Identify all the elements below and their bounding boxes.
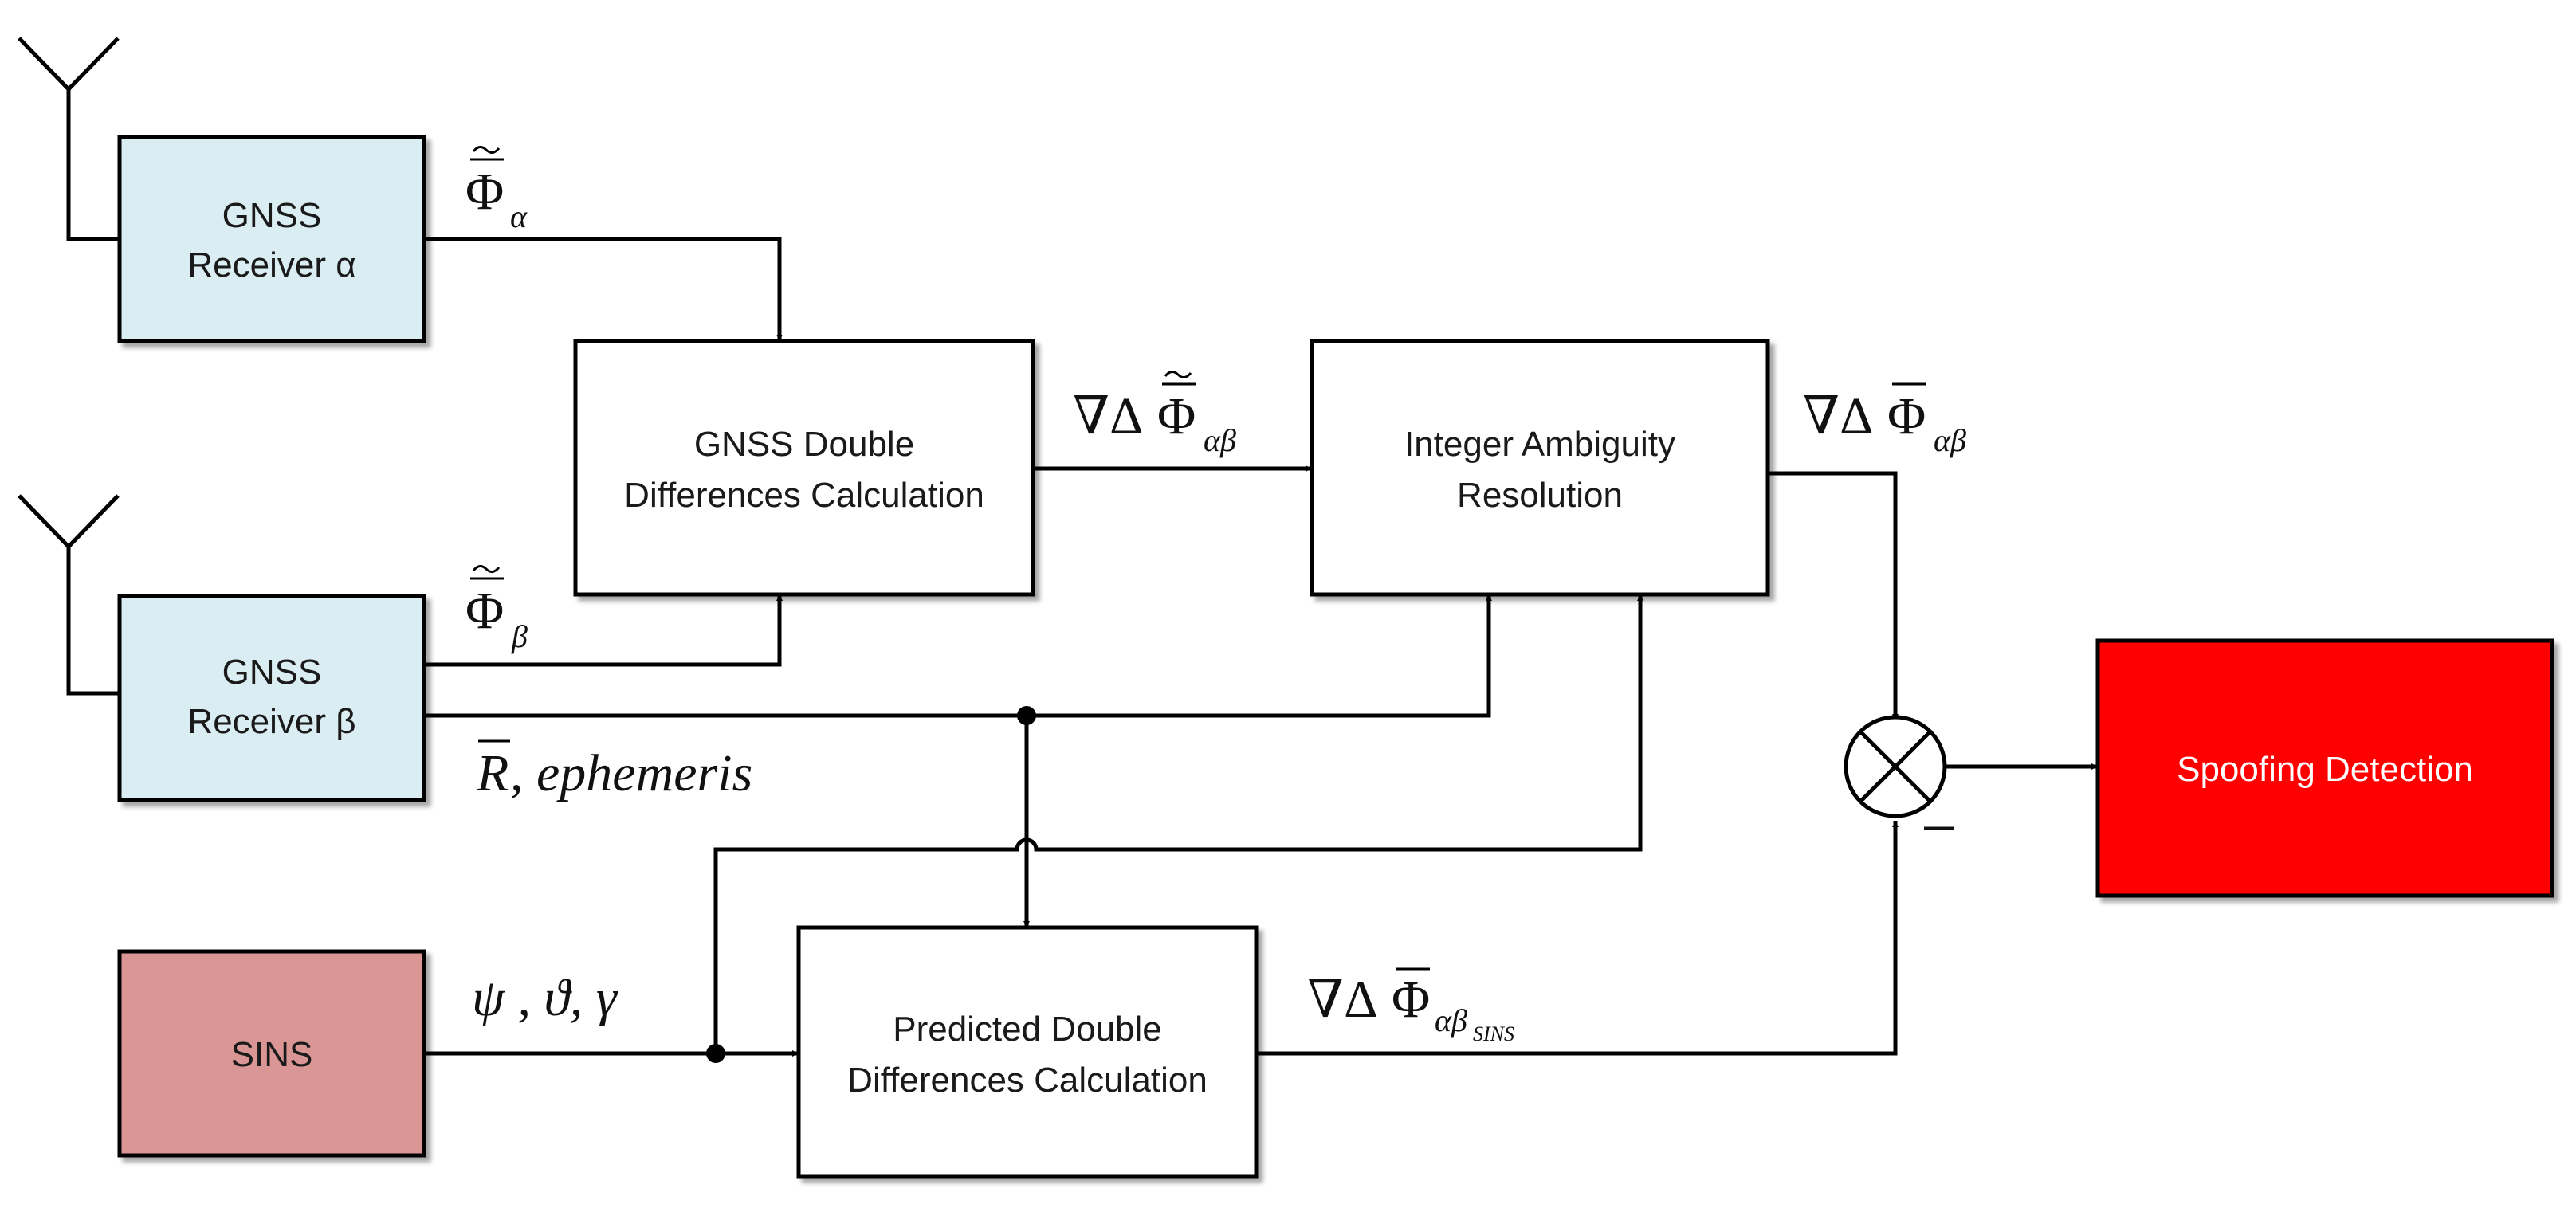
wire-beta-to-gnss-dd: [424, 594, 783, 667]
receiver-alpha-box: [117, 135, 426, 343]
gnss-dd-line1: GNSS Double: [694, 425, 914, 464]
antenna-beta-icon: [18, 494, 120, 696]
wire-ephemeris-to-iar: [424, 594, 1492, 718]
label-dd-sins: ∇Δ Φ αβ SINS: [1307, 967, 1514, 1045]
predicted-dd-line2: Differences Calculation: [847, 1061, 1208, 1100]
phi-alpha-symbol: Φ: [465, 163, 504, 221]
phi-alpha-tilde: [472, 146, 501, 154]
receiver-beta-line2: Receiver β: [187, 702, 355, 741]
phi-beta-tilde: [472, 565, 501, 573]
label-dd-float: ∇Δ Φ αβ: [1073, 371, 1236, 458]
dd-sins-prefix: ∇Δ: [1307, 971, 1378, 1029]
sins-label: SINS: [231, 1035, 313, 1074]
label-attitude: ψ , ϑ, γ: [472, 969, 618, 1027]
dd-float-sub: αβ: [1204, 422, 1236, 458]
phi-beta-sub: β: [511, 618, 528, 654]
iar-line2: Resolution: [1457, 476, 1623, 515]
gnss-dd-line2: Differences Calculation: [624, 476, 984, 515]
label-dd-fixed: ∇Δ Φ αβ: [1803, 382, 1966, 458]
minus-sign: −: [1921, 794, 1957, 864]
iar-box: [1310, 339, 1770, 597]
receiver-alpha-block: GNSS Receiver α: [117, 135, 426, 343]
sins-box: [117, 949, 426, 1158]
predicted-dd-line1: Predicted Double: [893, 1010, 1162, 1049]
wire-predicted-dd-to-mixer: [1256, 821, 1899, 1056]
dd-fixed-sub: αβ: [1934, 422, 1966, 458]
sins-block: SINS: [117, 949, 426, 1158]
predicted-dd-box: [796, 925, 1259, 1179]
iar-line1: Integer Ambiguity: [1404, 425, 1675, 464]
predicted-double-differences-block: Predicted Double Differences Calculation: [796, 925, 1259, 1179]
spoofing-box: [2095, 638, 2554, 898]
junction-attitude-dot: [706, 1044, 725, 1063]
phi-beta-symbol: Φ: [465, 582, 504, 640]
comparator-node: [1844, 715, 1947, 818]
receiver-beta-line1: GNSS: [222, 653, 322, 692]
antenna-alpha-icon: [18, 37, 120, 241]
spoofing-label: Spoofing Detection: [2177, 750, 2473, 789]
receiver-beta-block: GNSS Receiver β: [117, 594, 426, 802]
dd-sins-symbol: Φ: [1392, 971, 1430, 1029]
comparator-cross-icon: [1859, 730, 1932, 803]
integer-ambiguity-resolution-block: Integer Ambiguity Resolution: [1310, 339, 1770, 597]
gnss-dd-box: [573, 339, 1035, 597]
dd-fixed-prefix: ∇Δ: [1803, 387, 1874, 445]
dd-float-symbol: Φ: [1157, 387, 1196, 445]
junction-ephemeris-dot: [1017, 706, 1036, 725]
dd-float-prefix: ∇Δ: [1073, 387, 1144, 445]
phi-alpha-sub: α: [510, 198, 528, 234]
dd-float-tilde: [1164, 371, 1192, 378]
wire-iar-to-mixer: [1768, 471, 1899, 720]
gnss-double-differences-block: GNSS Double Differences Calculation: [573, 339, 1035, 597]
wire-attitude-to-iar: [713, 594, 1643, 1053]
spoofing-detection-block: Spoofing Detection: [2095, 638, 2554, 898]
label-phi-alpha: Φ α: [465, 146, 528, 234]
label-ephemeris: R , ephemeris: [476, 739, 752, 802]
receiver-alpha-line2: Receiver α: [187, 245, 355, 284]
dd-fixed-symbol: Φ: [1887, 387, 1926, 445]
ephemeris-symbol: R: [476, 744, 509, 802]
dd-sins-sub: αβ: [1435, 1002, 1467, 1038]
label-phi-beta: Φ β: [465, 565, 528, 654]
ephemeris-text: , ephemeris: [510, 744, 752, 802]
receiver-beta-box: [117, 594, 426, 802]
dd-sins-subsub: SINS: [1473, 1022, 1514, 1045]
wire-alpha-to-gnss-dd: [424, 237, 783, 341]
receiver-alpha-line1: GNSS: [222, 196, 322, 235]
